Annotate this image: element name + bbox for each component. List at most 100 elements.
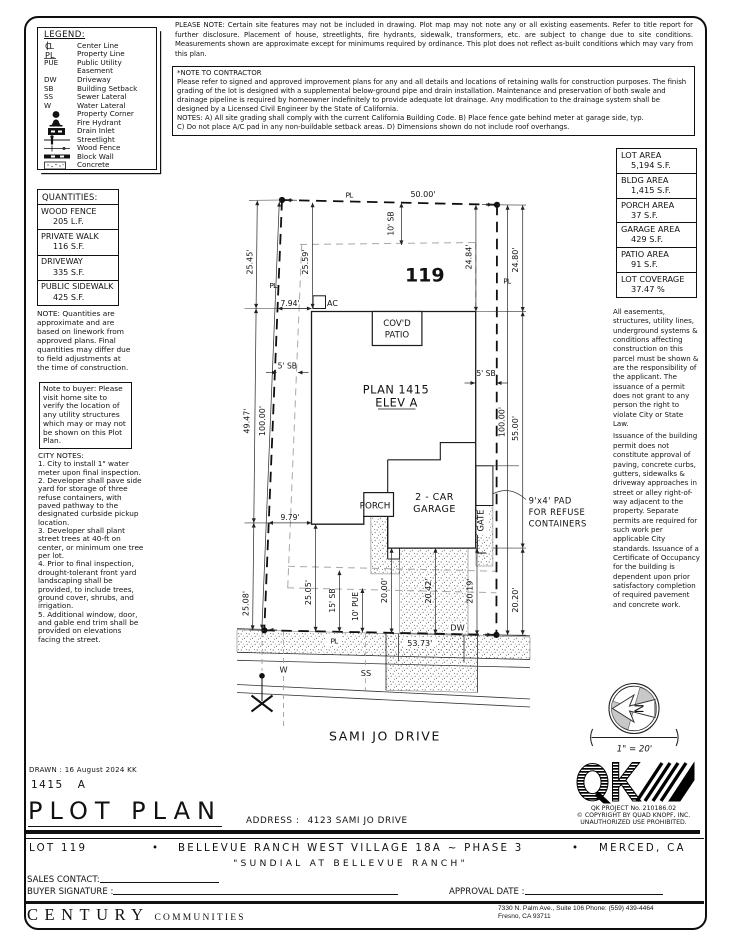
- pl-label-left: PL: [269, 281, 278, 290]
- ac-box: [312, 295, 326, 309]
- page-border: [24, 16, 707, 930]
- rear-setback-line: [287, 565, 497, 572]
- water-label: W: [280, 665, 288, 675]
- dw-label: DW: [450, 623, 464, 633]
- garage-line1: 2 - CAR: [415, 492, 454, 503]
- pl-label-right: PL: [503, 277, 512, 286]
- front-setback-line: [299, 242, 476, 245]
- quantities-title: QUANTITIES:: [38, 190, 118, 205]
- dim-10pue: 10' PUE: [351, 592, 360, 621]
- legend-item-block-wall: Block Wall: [44, 152, 156, 162]
- property-line-right: [495, 204, 498, 635]
- svg-text:P: P: [45, 51, 50, 59]
- office-address: 7330 N. Palm Ave., Suite 106 Phone: (559…: [498, 905, 654, 921]
- city-note-4: 4. Prior to final inspection, drought-to…: [38, 559, 137, 611]
- city-note-3: 3. Developer shall plant street trees at…: [38, 526, 144, 561]
- dim-20.42: 20.42': [424, 578, 433, 603]
- plan-name: PLAN 1415: [363, 384, 429, 397]
- scale-bar: 1" = 20': [590, 728, 679, 755]
- buyer-signature-blank: [113, 885, 399, 895]
- svg-text:L: L: [50, 42, 55, 50]
- office-line2: Fresno, CA 93711: [498, 912, 551, 920]
- dim-5sb-left: 5' SB: [278, 362, 297, 371]
- property-line-rear: [264, 629, 497, 636]
- street-name: SAMI JO DRIVE: [329, 729, 441, 744]
- dim-25.59: 25.59': [301, 249, 310, 274]
- sewer-label: SS: [361, 668, 371, 678]
- street-lines: [236, 628, 531, 708]
- qk-logo: [576, 761, 695, 804]
- legend-item-water: W Water Lateral: [44, 100, 126, 110]
- sales-contact-line: SALES CONTACT:: [27, 873, 219, 885]
- brand-century: CENTURY: [27, 905, 150, 924]
- qk-project-number: QK PROJECT No. 210186.02: [590, 804, 677, 812]
- contractor-note-ab: NOTES: A) All site grading shall comply …: [177, 113, 644, 122]
- concrete-icon: [44, 161, 77, 170]
- titleblock-divider-bottom: [26, 900, 704, 905]
- dim-20.19: 20.19': [466, 578, 475, 603]
- legend-item-fire-hydrant: Fire Hydrant: [44, 118, 156, 127]
- legend-item-wood-fence: Wood Fence: [44, 144, 156, 153]
- house-outline: [310, 295, 494, 560]
- left-side-setback-line: [287, 244, 303, 589]
- legend-item-centerline: CL Center Line: [44, 41, 156, 51]
- tract-name: BELLEVUE RANCH WEST VILLAGE 18A ~ PHASE …: [178, 843, 524, 854]
- legend-box: LEGEND: CL Center Line PL Property Line …: [37, 27, 157, 170]
- qk-copyright: © COPYRIGHT BY QUAD KNOPF, INC.: [576, 811, 691, 819]
- streetlight-icon-legend: [44, 134, 77, 145]
- porch-box: [363, 492, 395, 518]
- dim-20.20: 20.20': [511, 587, 520, 612]
- dim-25.45: 25.45': [246, 249, 255, 274]
- dim-55.00: 55.00': [511, 416, 520, 441]
- legend-title: LEGEND:: [44, 30, 86, 40]
- address-line: ADDRESS :4123 SAMI JO DRIVE: [246, 816, 408, 826]
- covd-patio-line2: PATIO: [385, 331, 410, 341]
- pl-label-bottom: PL: [331, 637, 340, 646]
- porch-label: PORCH: [360, 502, 391, 512]
- bullet-1: •: [152, 843, 161, 854]
- refuse-pad-box: [475, 465, 494, 506]
- buyer-signature-line: BUYER SIGNATURE :: [27, 885, 399, 897]
- plan-revision: A: [77, 779, 87, 791]
- brand-communities: COMMUNITIES: [154, 913, 246, 923]
- legend-item-pue-2: Easement: [77, 66, 113, 76]
- label-backings: [276, 506, 489, 678]
- refuse-pad-leader: [492, 490, 527, 500]
- address-label: ADDRESS :: [246, 816, 300, 826]
- legend-item-streetlight: Streetlight: [44, 134, 156, 145]
- dim-20.00: 20.00': [380, 578, 389, 603]
- city-notes-title: CITY NOTES:: [38, 451, 84, 460]
- office-line1: 7330 N. Palm Ave., Suite 106 Phone: (559…: [498, 904, 654, 912]
- ac-label: AC: [327, 299, 338, 308]
- contractor-note-body: Please refer to signed and approved impr…: [177, 77, 687, 113]
- streetlight-icon: [250, 673, 274, 713]
- legend-item-setback: SB Building Setback: [44, 83, 138, 93]
- titleblock-divider-thin: [26, 837, 704, 839]
- legend-item-property-corner: Property Corner: [44, 110, 156, 119]
- dim-25.05: 25.05': [304, 580, 313, 605]
- property-line-left: [263, 199, 283, 631]
- block-wall-icon: [44, 152, 77, 161]
- titleblock-divider-thick: [26, 830, 700, 834]
- svg-text:C: C: [45, 42, 51, 50]
- garage-interior-wall: [387, 442, 476, 461]
- pad-line2: FOR REFUSE: [529, 507, 586, 517]
- approval-date-blank: [524, 885, 663, 895]
- plan-labels: 50.00' 53.73' 7.94' 9.79' 5' SB 5' SB 10…: [241, 190, 586, 744]
- right-notes: All easements, structures, utility lines…: [613, 307, 701, 609]
- garage-line2: GARAGE: [413, 504, 456, 515]
